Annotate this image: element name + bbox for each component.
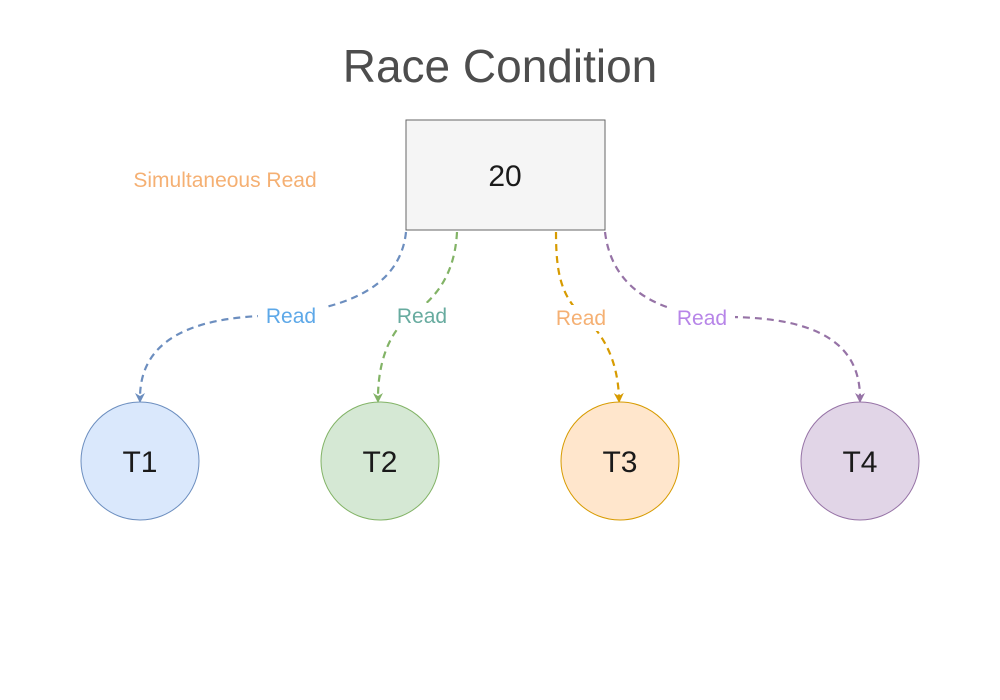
thread-node-t4: T4 (800, 401, 920, 521)
diagram-title: Race Condition (343, 40, 658, 92)
read-label-t3: Read (556, 307, 606, 330)
thread-label-t2: T2 (362, 446, 397, 479)
thread-label-t1: T1 (122, 446, 157, 479)
thread-nodes: T1 T2 T3 T4 (80, 401, 920, 521)
thread-node-t1: T1 (80, 401, 200, 521)
read-label-t4: Read (677, 307, 727, 330)
read-edge-t3 (554, 231, 624, 403)
thread-node-t2: T2 (320, 401, 440, 521)
read-edges (135, 231, 865, 403)
read-label-t1: Read (266, 305, 316, 328)
simultaneous-read-annotation: Simultaneous Read (133, 169, 316, 192)
thread-label-t3: T3 (602, 446, 637, 479)
thread-label-t4: T4 (842, 446, 877, 479)
thread-node-t3: T3 (560, 401, 680, 521)
shared-variable-box: 20 (405, 119, 606, 231)
edge-labels: Read Read Read Read (258, 303, 735, 331)
read-label-t2: Read (397, 305, 447, 328)
read-edge-t4 (603, 231, 865, 403)
shared-variable-value: 20 (488, 160, 521, 193)
